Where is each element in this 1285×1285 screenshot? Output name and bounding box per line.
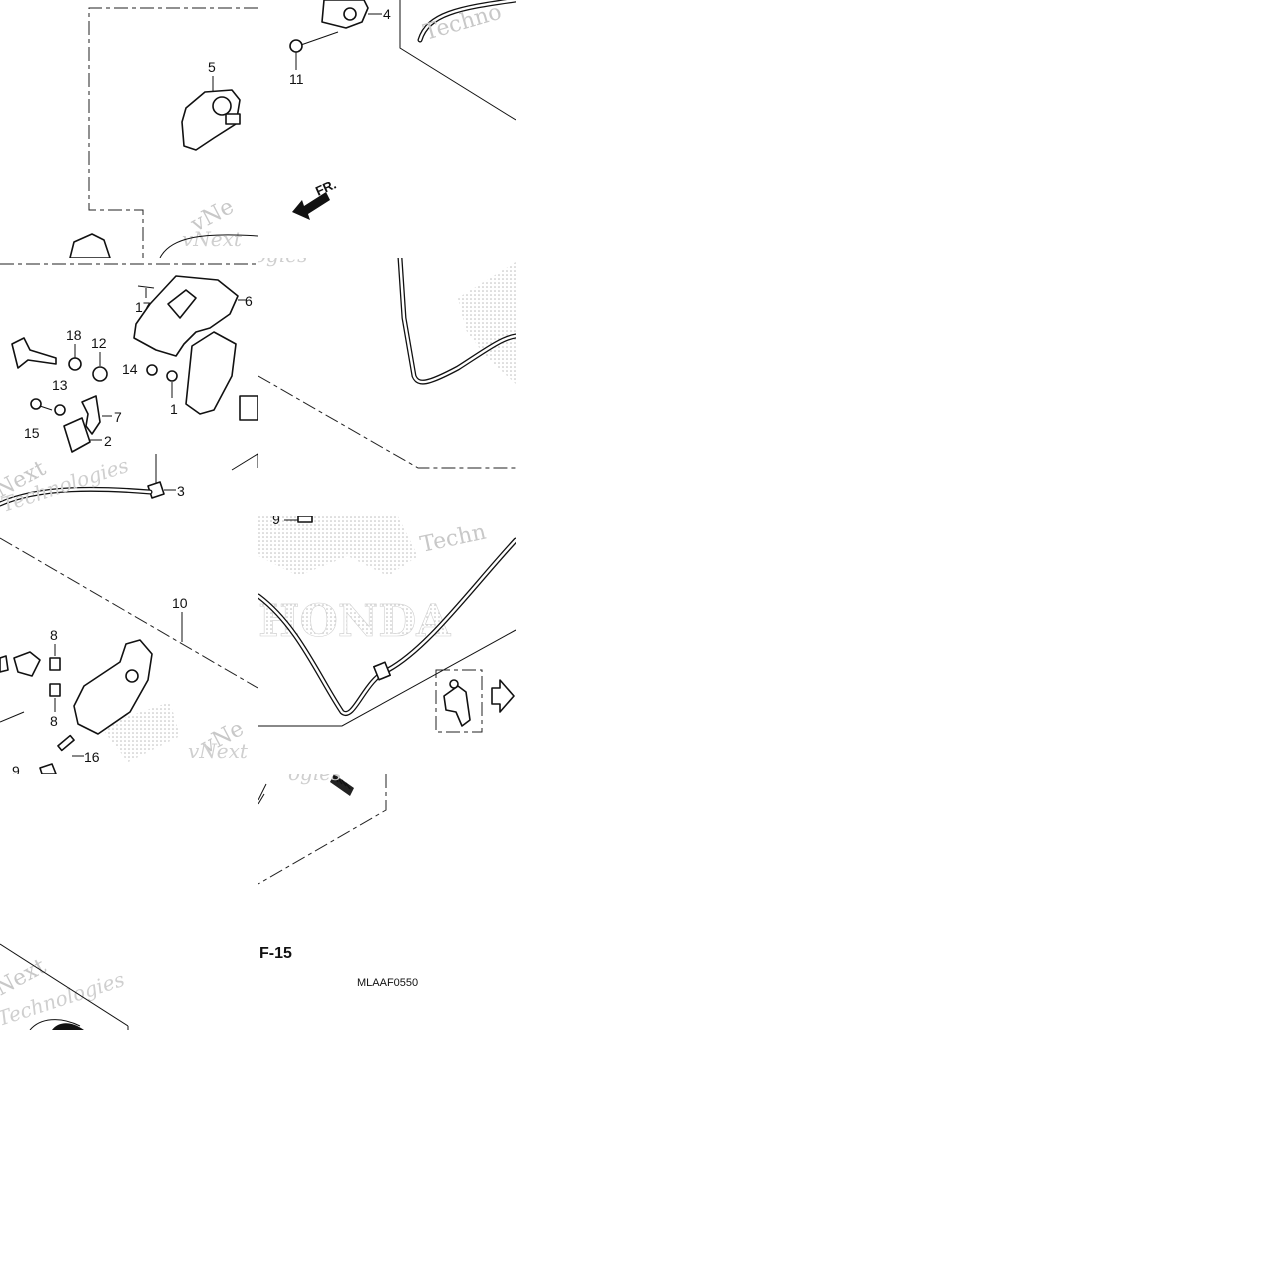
svg-text:vNext: vNext <box>188 739 249 763</box>
callout-11: 11 <box>289 71 304 87</box>
svg-text:ogies: ogies <box>288 774 341 785</box>
callout-6: 6 <box>245 293 253 309</box>
callout-8-bottom: 8 <box>50 713 58 729</box>
callout-7: 7 <box>114 409 122 425</box>
inset-arrow <box>491 679 515 713</box>
callout-13: 13 <box>52 377 68 393</box>
callout-9-left: 9 <box>12 763 20 774</box>
tile-bottom-left: Next Technologies <box>0 940 130 1030</box>
svg-text:Techn: Techn <box>418 520 488 558</box>
tile-top-right: 4 11 Techno FR. <box>258 0 516 258</box>
callout-18: 18 <box>66 327 82 343</box>
callout-12: 12 <box>91 335 107 351</box>
svg-text:ogies: ogies <box>258 258 307 267</box>
tile-mid-left: 17 6 1 14 18 12 13 15 <box>0 258 258 516</box>
callout-4: 4 <box>383 6 391 22</box>
part-11-bolt <box>289 39 303 53</box>
front-direction-arrow: FR. <box>292 177 338 220</box>
inset-bracket <box>443 685 471 727</box>
tile-mid-right: ogies <box>258 258 516 516</box>
part-10-latch <box>73 639 153 735</box>
watermark-text: vNext <box>182 227 243 251</box>
tile-low-left: 10 8 8 16 vNe vNext 9 <box>0 516 258 774</box>
callout-3: 3 <box>177 483 185 499</box>
part-6-cover <box>133 275 239 357</box>
callout-9: 9 <box>272 516 280 527</box>
callout-5: 5 <box>208 59 216 75</box>
part-2-switch <box>63 417 91 453</box>
part-1-lock <box>185 331 237 415</box>
tile-top-left: 5 vNext vNe <box>0 0 258 258</box>
callout-10: 10 <box>172 595 188 611</box>
svg-text:FR.: FR. <box>313 177 338 199</box>
tile-low-right: HONDA 9 Techn <box>258 516 516 774</box>
callout-8-top: 8 <box>50 627 58 643</box>
honda-watermark: HONDA <box>258 596 451 647</box>
callout-16: 16 <box>84 749 100 765</box>
figure-label: F-15 <box>259 945 292 962</box>
figure-code: MLAAF0550 <box>357 977 419 989</box>
tile-bottom-mid: ogies <box>258 774 388 894</box>
part-7-clip <box>81 395 101 435</box>
callout-14: 14 <box>122 361 138 377</box>
callout-1: 1 <box>170 401 178 417</box>
callout-2: 2 <box>104 433 112 449</box>
callout-15: 15 <box>24 425 40 441</box>
